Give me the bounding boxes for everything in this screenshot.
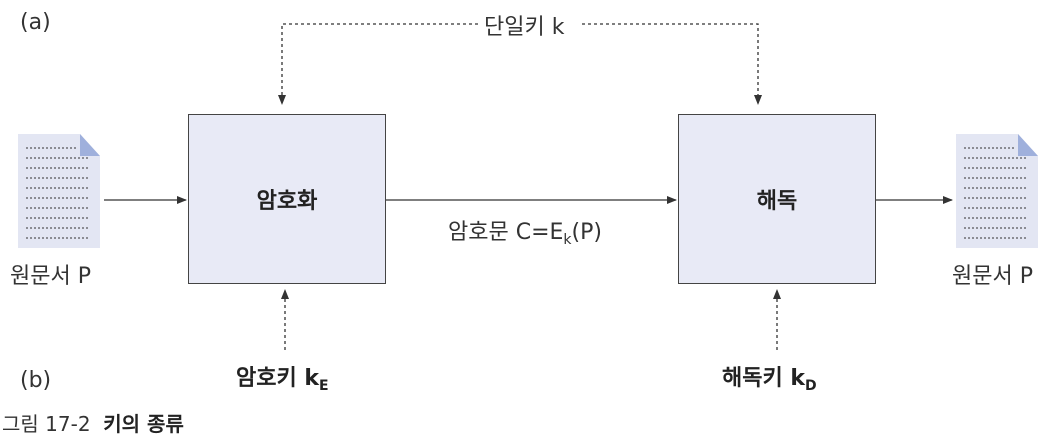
source-document-icon [18, 134, 100, 248]
destination-document-label: 원문서 P [952, 264, 1033, 289]
caption-number: 그림 17-2 [2, 412, 91, 436]
single-key-dashed-right [582, 23, 762, 105]
figure-caption: 그림 17-2 키의 종류 [2, 408, 184, 437]
decrypt-box-label: 해독 [756, 189, 798, 214]
caption-title: 키의 종류 [103, 412, 184, 436]
single-key-label: 단일키 k [484, 15, 565, 40]
encrypt-key-sub: E [319, 378, 329, 394]
encrypt-box: 암호화 [188, 114, 386, 284]
part-a-label: (a) [20, 10, 51, 35]
decrypt-key-label-text: 해독키 k [722, 366, 806, 391]
ciphertext-label-suffix: (P) [571, 220, 602, 245]
encrypt-key-label: 암호키 kE [236, 360, 329, 394]
ciphertext-label: 암호문 C=Ek(P) [448, 214, 602, 248]
single-key-dashed-left [278, 23, 478, 105]
part-b-label: (b) [20, 368, 52, 393]
decrypt-key-sub: D [805, 378, 817, 394]
encrypt-key-label-text: 암호키 k [236, 366, 320, 391]
destination-document-icon [956, 134, 1038, 248]
source-document-label: 원문서 P [10, 264, 91, 289]
encrypt-box-label: 암호화 [256, 189, 318, 214]
decrypt-box: 해독 [678, 114, 876, 284]
ciphertext-label-prefix: 암호문 C=E [448, 220, 564, 245]
ciphertext-label-sub: k [563, 232, 572, 248]
decrypt-key-label: 해독키 kD [722, 360, 817, 394]
